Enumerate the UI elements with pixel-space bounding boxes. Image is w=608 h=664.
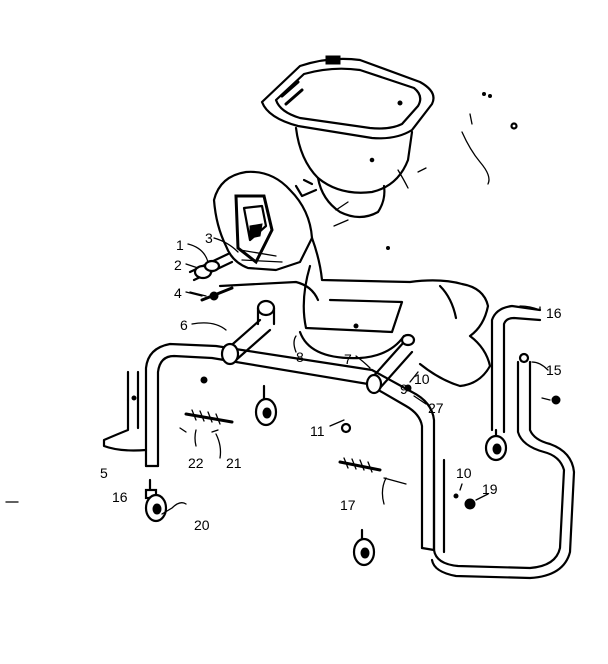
callout-2: 2 — [174, 257, 182, 273]
callout-22: 22 — [188, 455, 204, 471]
springs-hardware — [5, 376, 561, 510]
callout-3: 3 — [205, 230, 213, 246]
tray-assembly — [260, 55, 518, 219]
caster-front-center — [254, 384, 278, 427]
callout-19: 19 — [482, 481, 498, 497]
front-bow-tube — [144, 299, 436, 552]
left-base-tubes — [102, 370, 148, 452]
callout-10-lower: 10 — [456, 465, 472, 481]
callout-9: 9 — [400, 381, 408, 397]
caster-rear-right — [484, 428, 508, 462]
callout-27: 27 — [428, 400, 444, 416]
callout-5: 5 — [100, 465, 108, 481]
horse-body — [212, 170, 492, 388]
rear-bow-tube — [430, 304, 576, 580]
callout-1: 1 — [176, 237, 184, 253]
callout-11: 11 — [310, 423, 325, 439]
callout-16-right: 16 — [546, 305, 562, 321]
callout-8: 8 — [296, 349, 304, 365]
leader-lines — [161, 237, 549, 515]
caster-wheels — [144, 384, 508, 567]
spring-parts-left — [188, 252, 234, 302]
callout-15: 15 — [546, 362, 562, 378]
caster-front-left — [144, 478, 168, 523]
callout-6: 6 — [180, 317, 188, 333]
callout-labels: 1 3 2 4 6 8 7 10 9 27 11 16 15 10 19 17 … — [100, 230, 562, 533]
caster-rear-left — [352, 528, 376, 567]
callout-7: 7 — [344, 351, 352, 367]
callout-20: 20 — [194, 517, 210, 533]
callout-16-left: 16 — [112, 489, 128, 505]
callout-10-upper: 10 — [414, 371, 430, 387]
callout-17: 17 — [340, 497, 356, 513]
callout-21: 21 — [226, 455, 242, 471]
callout-4: 4 — [174, 285, 182, 301]
